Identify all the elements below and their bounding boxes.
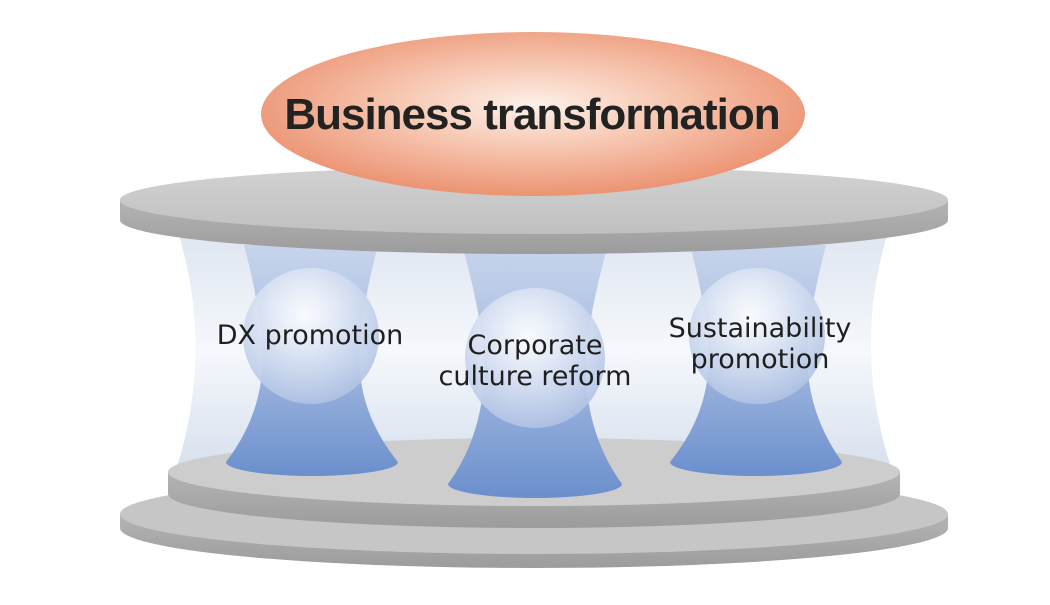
- title-ellipse: [261, 32, 805, 196]
- pillar-label-dx: DX promotion: [200, 320, 420, 351]
- pillar-label-culture: Corporate culture reform: [425, 330, 645, 392]
- pillar-label-line: promotion: [690, 344, 830, 376]
- pillar-label-line: culture reform: [438, 361, 632, 393]
- pillar-sustainability: [670, 245, 842, 476]
- pillar-label-line: DX promotion: [216, 320, 404, 351]
- diagram-title: Business transformation: [284, 90, 780, 139]
- pillar-label-line: Corporate: [467, 330, 603, 361]
- pillar-label-line: Sustainability: [668, 313, 852, 344]
- pillar-culture: [448, 245, 622, 498]
- pillar-label-sustainability: Sustainability promotion: [655, 313, 865, 375]
- roof-platform: [120, 166, 948, 254]
- pillar-dx: [226, 245, 398, 476]
